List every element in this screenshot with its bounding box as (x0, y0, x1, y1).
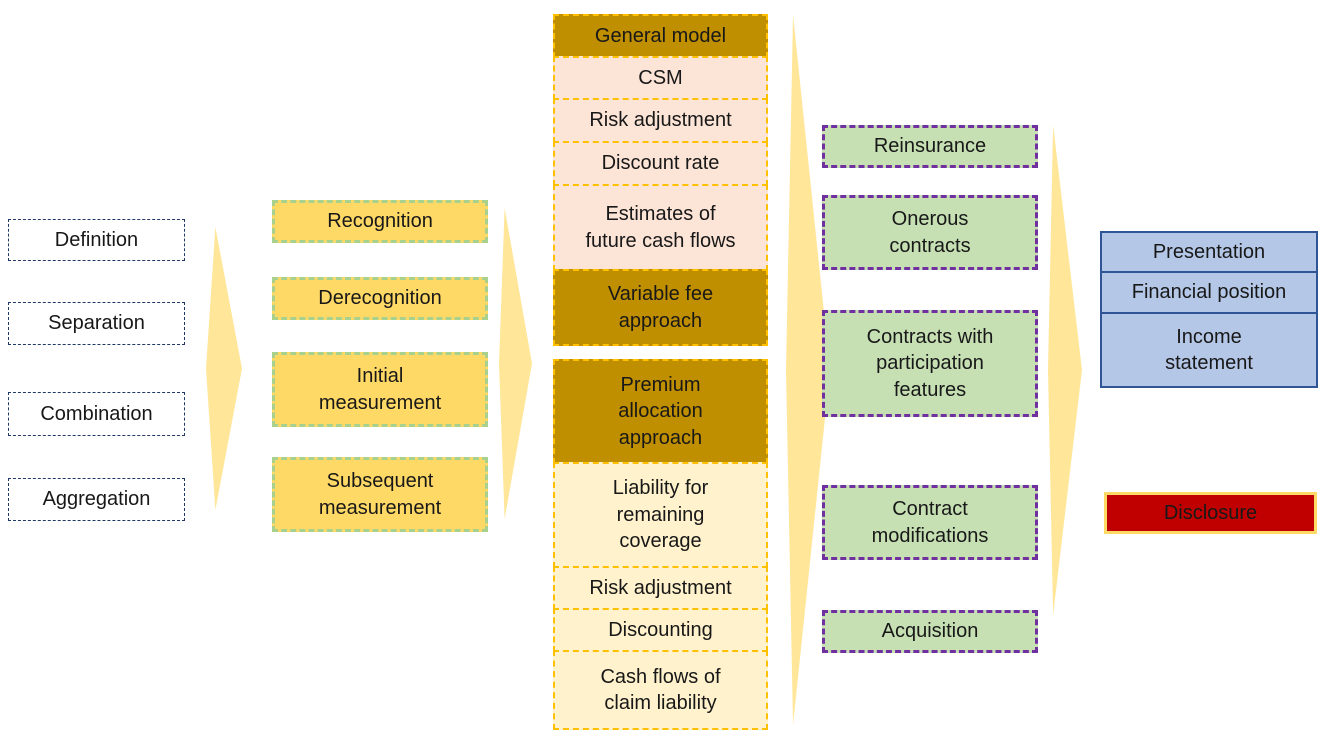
box-premium-allocation-approach: Premium allocation approach (553, 359, 768, 464)
box-definition: Definition (8, 219, 185, 261)
right-arrow-icon (499, 208, 532, 519)
box-initial-measurement: Initial measurement (272, 352, 488, 427)
box-financial-position: Financial position (1100, 271, 1318, 314)
box-combination: Combination (8, 392, 185, 436)
box-estimates-future-cash-flows: Estimates of future cash flows (553, 184, 768, 271)
box-contracts-participation-features: Contracts with participation features (822, 310, 1038, 417)
box-aggregation: Aggregation (8, 478, 185, 521)
right-arrow-icon (786, 15, 830, 725)
box-contract-modifications: Contract modifications (822, 485, 1038, 560)
flow-arrow-4 (1048, 125, 1082, 615)
box-general-model: General model (553, 14, 768, 58)
box-disclosure: Disclosure (1104, 492, 1317, 534)
box-variable-fee-approach: Variable fee approach (553, 269, 768, 346)
flow-arrow-1 (206, 227, 242, 510)
box-risk-adjustment-general: Risk adjustment (553, 98, 768, 143)
box-reinsurance: Reinsurance (822, 125, 1038, 168)
box-discount-rate: Discount rate (553, 141, 768, 186)
flow-arrow-3 (786, 15, 830, 725)
box-risk-adjustment-paa: Risk adjustment (553, 566, 768, 610)
box-discounting: Discounting (553, 608, 768, 652)
box-subsequent-measurement: Subsequent measurement (272, 457, 488, 532)
box-onerous-contracts: Onerous contracts (822, 195, 1038, 270)
box-separation: Separation (8, 302, 185, 345)
box-recognition: Recognition (272, 200, 488, 243)
box-presentation: Presentation (1100, 231, 1318, 273)
box-liability-remaining-coverage: Liability for remaining coverage (553, 462, 768, 568)
right-arrow-icon (1048, 125, 1082, 615)
box-csm: CSM (553, 56, 768, 100)
box-income-statement: Income statement (1100, 312, 1318, 388)
box-acquisition: Acquisition (822, 610, 1038, 653)
right-arrow-icon (206, 227, 242, 510)
box-cash-flows-claim-liability: Cash flows of claim liability (553, 650, 768, 730)
box-derecognition: Derecognition (272, 277, 488, 320)
flow-arrow-2 (499, 208, 532, 519)
